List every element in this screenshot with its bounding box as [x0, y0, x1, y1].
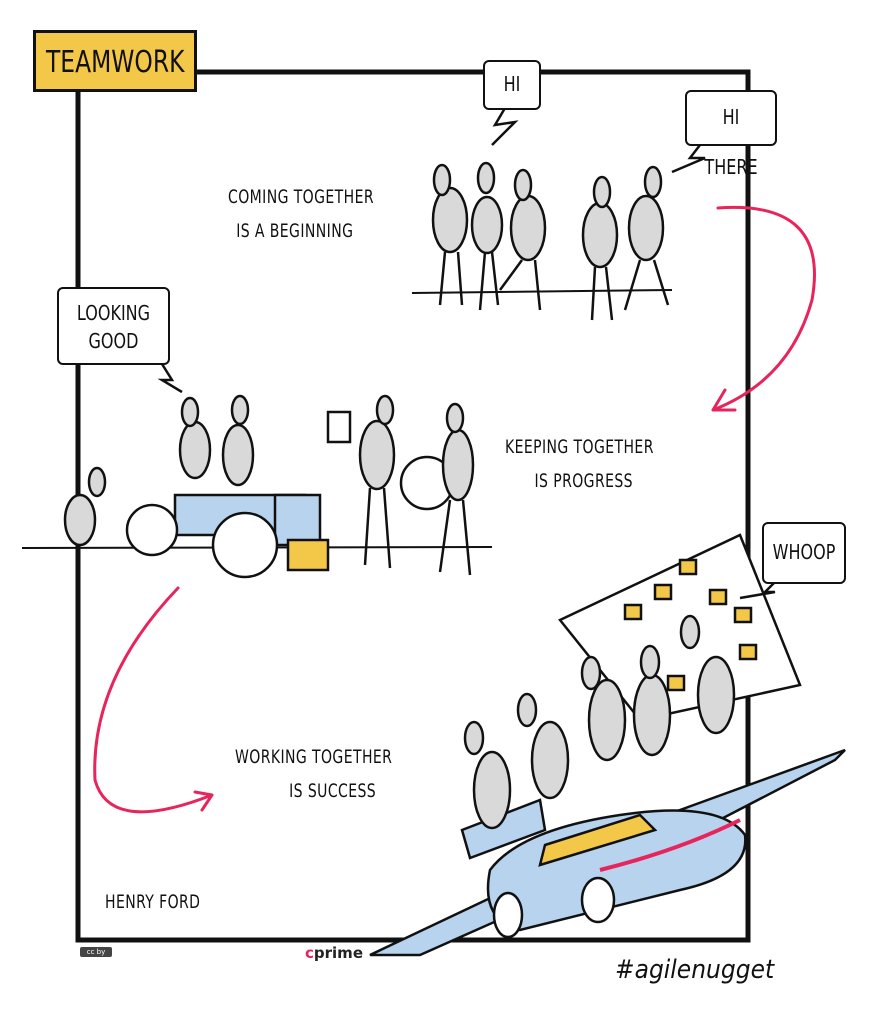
license-badge: cc by [80, 947, 112, 957]
caption-line: KEEPING TOGETHER [505, 436, 654, 458]
caption-line: IS SUCCESS [289, 780, 377, 802]
caption-line: COMING TOGETHER [228, 186, 374, 208]
caption-beginning: COMING TOGETHER IS A BEGINNING [228, 180, 374, 248]
group-flying-car [369, 533, 846, 957]
speech-bubble-whoop: WHOOP [762, 522, 846, 584]
group-building-car [63, 394, 475, 579]
arrow-top-right [711, 205, 816, 412]
brand-logo: cprime [305, 944, 363, 962]
speech-bubble-hi: HI [483, 60, 541, 110]
brand-c: c [305, 944, 314, 962]
ground-line-top [411, 289, 673, 294]
caption-success: WORKING TOGETHER IS SUCCESS [235, 740, 392, 808]
bubble-text: HI THERE [704, 105, 758, 179]
hashtag: #agilenugget [615, 955, 775, 985]
caption-line: IS PROGRESS [534, 470, 633, 492]
bubble-text: GOOD [88, 329, 139, 353]
speech-bubble-looking-good: LOOKING GOOD [57, 287, 170, 365]
bubble-text: WHOOP [772, 540, 836, 564]
caption-line: WORKING TOGETHER [235, 746, 393, 768]
arrow-bottom-left [93, 586, 214, 814]
bubble-text: LOOKING [76, 301, 151, 325]
bubble-text: HI [503, 72, 521, 96]
speech-bubble-hi-there: HI THERE [685, 90, 777, 179]
progress-arrows [93, 205, 816, 814]
group-greeting [431, 161, 670, 321]
caption-line: IS A BEGINNING [236, 220, 354, 242]
title-label: TEAMWORK [33, 30, 197, 92]
page-title: TEAMWORK [46, 45, 185, 80]
caption-progress: KEEPING TOGETHER IS PROGRESS [505, 430, 654, 498]
brand-rest: prime [313, 944, 363, 962]
author: HENRY FORD [105, 891, 201, 913]
